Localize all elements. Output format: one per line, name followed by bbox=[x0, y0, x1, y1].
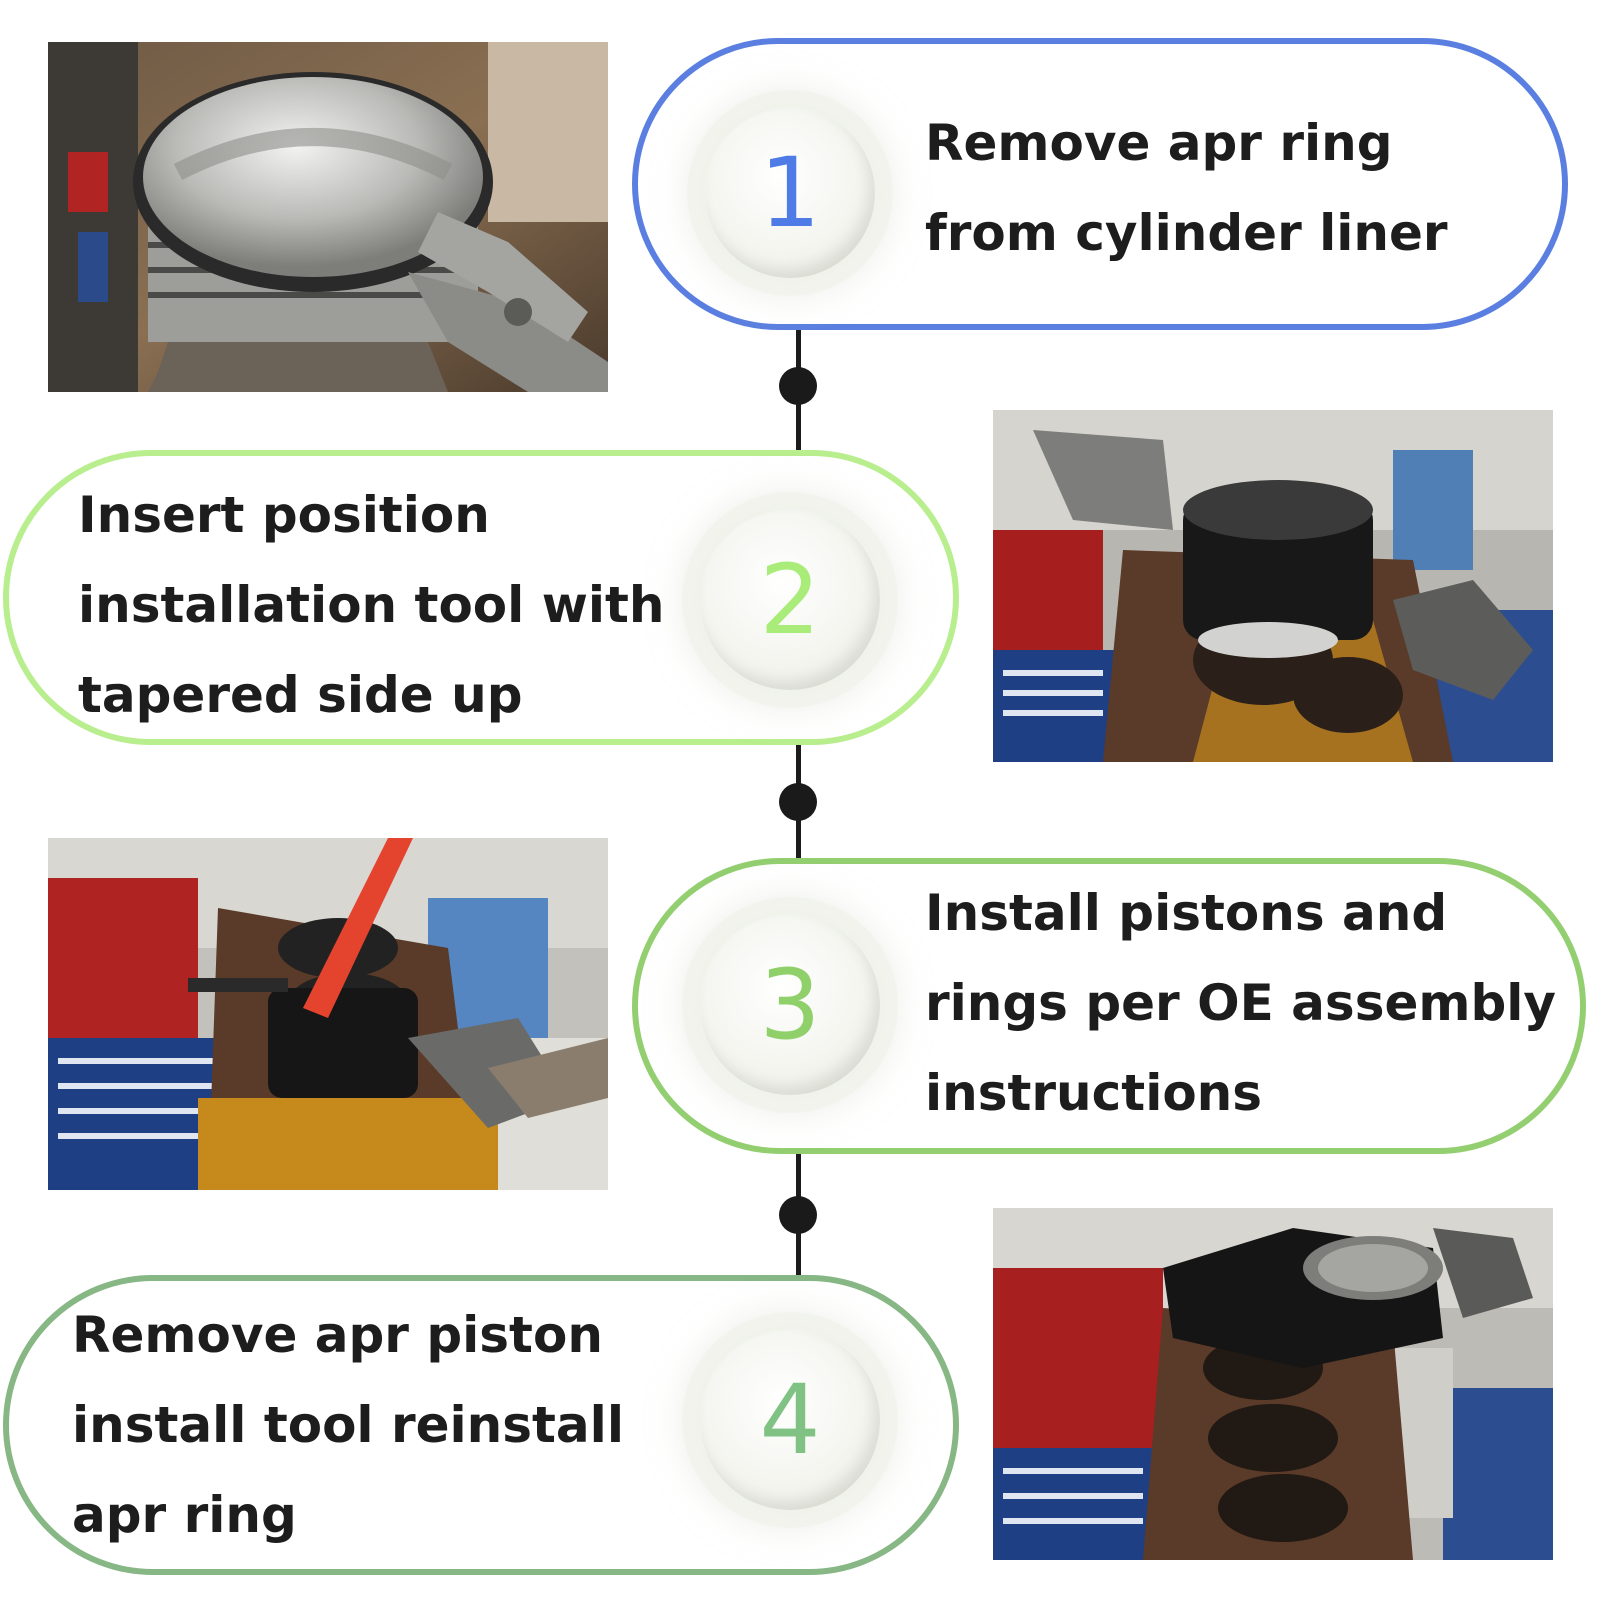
step-3-pill bbox=[632, 858, 1586, 1154]
remove-install-tool-photo bbox=[993, 1208, 1553, 1560]
step-1-line-1: Remove apr ring bbox=[925, 114, 1393, 172]
step-1-text: Remove apr ring from cylinder liner bbox=[925, 98, 1448, 278]
step-4-number: 4 bbox=[759, 1364, 821, 1476]
step-2-number-badge: 2 bbox=[700, 510, 880, 690]
install-tool-on-engine-photo bbox=[993, 410, 1553, 762]
step-1-number: 1 bbox=[759, 137, 821, 249]
piston-ring-pliers-photo bbox=[48, 42, 608, 392]
step-3-number: 3 bbox=[759, 949, 821, 1061]
step-3-text: Install pistons and rings per OE assembl… bbox=[925, 868, 1556, 1138]
step-4-line-2: install tool reinstall bbox=[72, 1396, 624, 1454]
timeline-dot-1 bbox=[779, 367, 817, 405]
step-1-line-2: from cylinder liner bbox=[925, 204, 1448, 262]
step-4-number-badge: 4 bbox=[700, 1330, 880, 1510]
step-4-line-3: apr ring bbox=[72, 1486, 297, 1544]
step-2-number: 2 bbox=[759, 544, 821, 656]
timeline-dot-3 bbox=[779, 1196, 817, 1234]
step-2-line-3: tapered side up bbox=[78, 666, 523, 724]
timeline-dot-2 bbox=[779, 783, 817, 821]
step-4-text: Remove apr piston install tool reinstall… bbox=[72, 1290, 624, 1560]
step-3-line-2: rings per OE assembly bbox=[925, 974, 1556, 1032]
hammer-piston-into-block-photo bbox=[48, 838, 608, 1190]
step-3-line-1: Install pistons and bbox=[925, 884, 1448, 942]
step-1-number-badge: 1 bbox=[705, 108, 875, 278]
step-3-line-3: instructions bbox=[925, 1064, 1263, 1122]
step-2-line-2: installation tool with bbox=[78, 576, 665, 634]
step-2-line-1: Insert position bbox=[78, 486, 490, 544]
step-4-line-1: Remove apr piston bbox=[72, 1306, 603, 1364]
step-2-text: Insert position installation tool with t… bbox=[78, 470, 665, 740]
step-3-number-badge: 3 bbox=[700, 915, 880, 1095]
